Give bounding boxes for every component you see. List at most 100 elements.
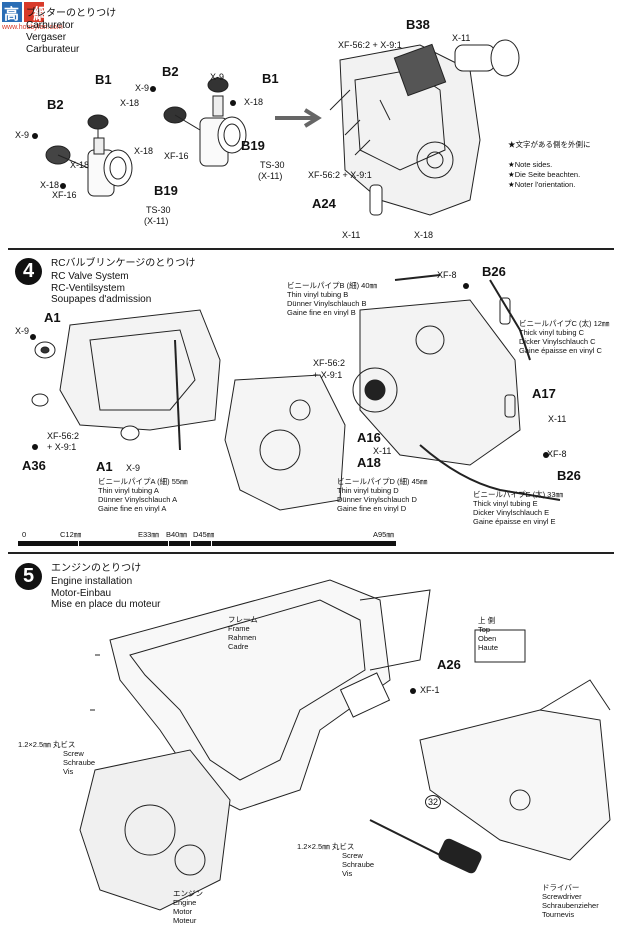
top-fr: Haute: [478, 643, 499, 652]
ruler-c: C12㎜: [60, 530, 82, 539]
paint-dot: [230, 100, 236, 106]
divider-step4: [8, 552, 614, 554]
step3-title-de: Vergaser: [26, 32, 67, 43]
tube-c: ビニールパイプC (太) 12㎜ Thick vinyl tubing C Di…: [519, 319, 609, 355]
tube-b: ビニールパイプB (細) 40㎜ Thin vinyl tubing B Dün…: [287, 281, 377, 317]
paint-dot: [150, 86, 156, 92]
engine-jp: エンジン: [173, 889, 203, 898]
tube-c-en: Thick vinyl tubing C: [519, 328, 585, 337]
part-label-b2-left: B2: [47, 97, 64, 112]
paint-x11-a-s4: X-11: [548, 414, 567, 424]
step3-title-jp: ブレターのとりつけ: [26, 8, 117, 19]
part-label-b38: B38: [406, 17, 430, 32]
paint-x18-e: X-18: [70, 160, 90, 170]
step5-number: 5: [15, 563, 42, 590]
tube-e-jp: ビニールパイプE (太) 33㎜: [473, 490, 564, 499]
paint-xf8-b: XF-8: [547, 449, 567, 459]
part-label-b26-top: B26: [482, 264, 506, 279]
tube-b-en: Thin vinyl tubing B: [287, 290, 349, 299]
paint-xf16-b: XF-16: [164, 151, 189, 161]
note-jp: ★文字がある側を外側に: [508, 140, 591, 149]
top-jp: 上 側: [478, 616, 496, 625]
step4-title-jp: RCバルブリンケージのとりつけ: [51, 258, 196, 269]
tube-a-jp: ビニールパイプA (細) 55㎜: [98, 477, 188, 486]
tube-d-en: Thin vinyl tubing D: [337, 486, 399, 495]
step5-title-en: Engine installation: [51, 576, 133, 587]
ruler-e: E33㎜: [138, 530, 159, 539]
ruler-d: D45㎜: [193, 530, 215, 539]
part-label-a1-bottom: A1: [96, 459, 113, 474]
part-label-a18: A18: [357, 455, 381, 470]
screw-top-de: Schraube: [63, 758, 96, 767]
engine-label: エンジン Engine Motor Moteur: [173, 889, 203, 925]
tube-b-de: Dünner Vinylschlauch B: [287, 299, 367, 308]
tube-e: ビニールパイプE (太) 33㎜ Thick vinyl tubing E Di…: [473, 490, 563, 526]
note-fr: ★Noter l'orientation.: [508, 180, 576, 189]
tube-d-jp: ビニールパイプD (細) 45㎜: [337, 477, 428, 486]
screw-bottom-en: Screw: [342, 851, 363, 860]
driver-jp: ドライバー: [542, 883, 580, 892]
screw-top-jp: 1.2×2.5㎜ 丸ビス: [18, 740, 76, 749]
paint-xf8-a: XF-8: [437, 270, 457, 280]
step5-illustration: [79, 579, 611, 911]
paint-dot: [463, 283, 469, 289]
paint-x11-a: (X-11): [258, 171, 283, 181]
top-de: Oben: [478, 634, 497, 643]
paint-x11-b: (X-11): [144, 216, 169, 226]
divider-step3: [8, 248, 614, 250]
part-label-b19-left: B19: [154, 183, 178, 198]
paint-xf16-a: XF-16: [52, 190, 77, 200]
paint-x9-a: X-9: [15, 130, 30, 140]
tube-e-de: Dicker Vinylschlauch E: [473, 508, 550, 517]
paint-x9-a-s4: X-9: [15, 326, 30, 336]
frame-de: Rahmen: [228, 633, 257, 642]
part-label-b1-left: B1: [95, 72, 112, 87]
step4-title-en: RC Valve System: [51, 271, 129, 282]
screw-top-label: 1.2×2.5㎜ 丸ビス Screw Schraube Vis: [18, 740, 95, 776]
top-label: 上 側 Top Oben Haute: [478, 616, 498, 652]
step4-illustration: [31, 274, 561, 511]
engine-de: Motor: [173, 907, 193, 916]
tube-d-de: Dünner Vinylschlauch D: [337, 495, 417, 504]
step5-title-de: Motor-Einbau: [51, 588, 112, 599]
tube-b-fr: Gaine fine en vinyl B: [287, 308, 356, 317]
paint-xf1: XF-1: [420, 685, 440, 695]
note-en: ★Note sides.: [508, 160, 553, 169]
part-label-a17: A17: [532, 386, 556, 401]
paint-dot: [543, 452, 549, 458]
tube-a-de: Dünner Vinylschlauch A: [98, 495, 178, 504]
paint-x18-b: X-18: [120, 98, 140, 108]
part-label-a1-top: A1: [44, 310, 61, 325]
tube-a: ビニールパイプA (細) 55㎜ Thin vinyl tubing A Dün…: [98, 477, 188, 513]
tube-c-de: Dicker Vinylschlauch C: [519, 337, 596, 346]
part-label-a16: A16: [357, 430, 381, 445]
paint-x11-d: X-11: [342, 230, 361, 240]
part-label-a36: A36: [22, 458, 46, 473]
tube-d: ビニールパイプD (細) 45㎜ Thin vinyl tubing D Dün…: [337, 477, 427, 513]
part-label-b19-right: B19: [241, 138, 265, 153]
paint-x91-b-s4: + X-9:1: [313, 370, 343, 380]
step3-title-en: Carburetor: [26, 20, 74, 31]
step3-title-fr: Carburateur: [26, 44, 80, 55]
paint-dot: [32, 133, 38, 139]
top-en: Top: [478, 625, 491, 634]
paint-x91-s4: + X-9:1: [47, 442, 77, 452]
driver-de: Schraubenzieher: [542, 901, 599, 910]
screw-top-en: Screw: [63, 749, 84, 758]
ruler-b: B40㎜: [166, 530, 187, 539]
step4-number: 4: [15, 258, 42, 285]
tubing-ruler: [18, 541, 396, 546]
ruler-zero: 0: [22, 530, 27, 539]
part-label-a24: A24: [312, 196, 336, 211]
paint-ts30-a: TS-30: [260, 160, 285, 170]
tube-c-fr: Gaine épaisse en vinyl C: [519, 346, 602, 355]
part-label-a26: A26: [437, 657, 461, 672]
ruler-a: A95㎜: [373, 530, 394, 539]
paint-x18-c: X-18: [134, 146, 154, 156]
paint-dot: [32, 444, 38, 450]
watermark-logo: 高 網 www.hobbyfan.com: [2, 2, 72, 32]
tube-a-fr: Gaine fine en vinyl A: [98, 504, 167, 513]
step5-title-jp: エンジンのとりつけ: [51, 563, 142, 574]
part-label-b1-right: B1: [262, 71, 279, 86]
engine-fr: Moteur: [173, 916, 197, 925]
